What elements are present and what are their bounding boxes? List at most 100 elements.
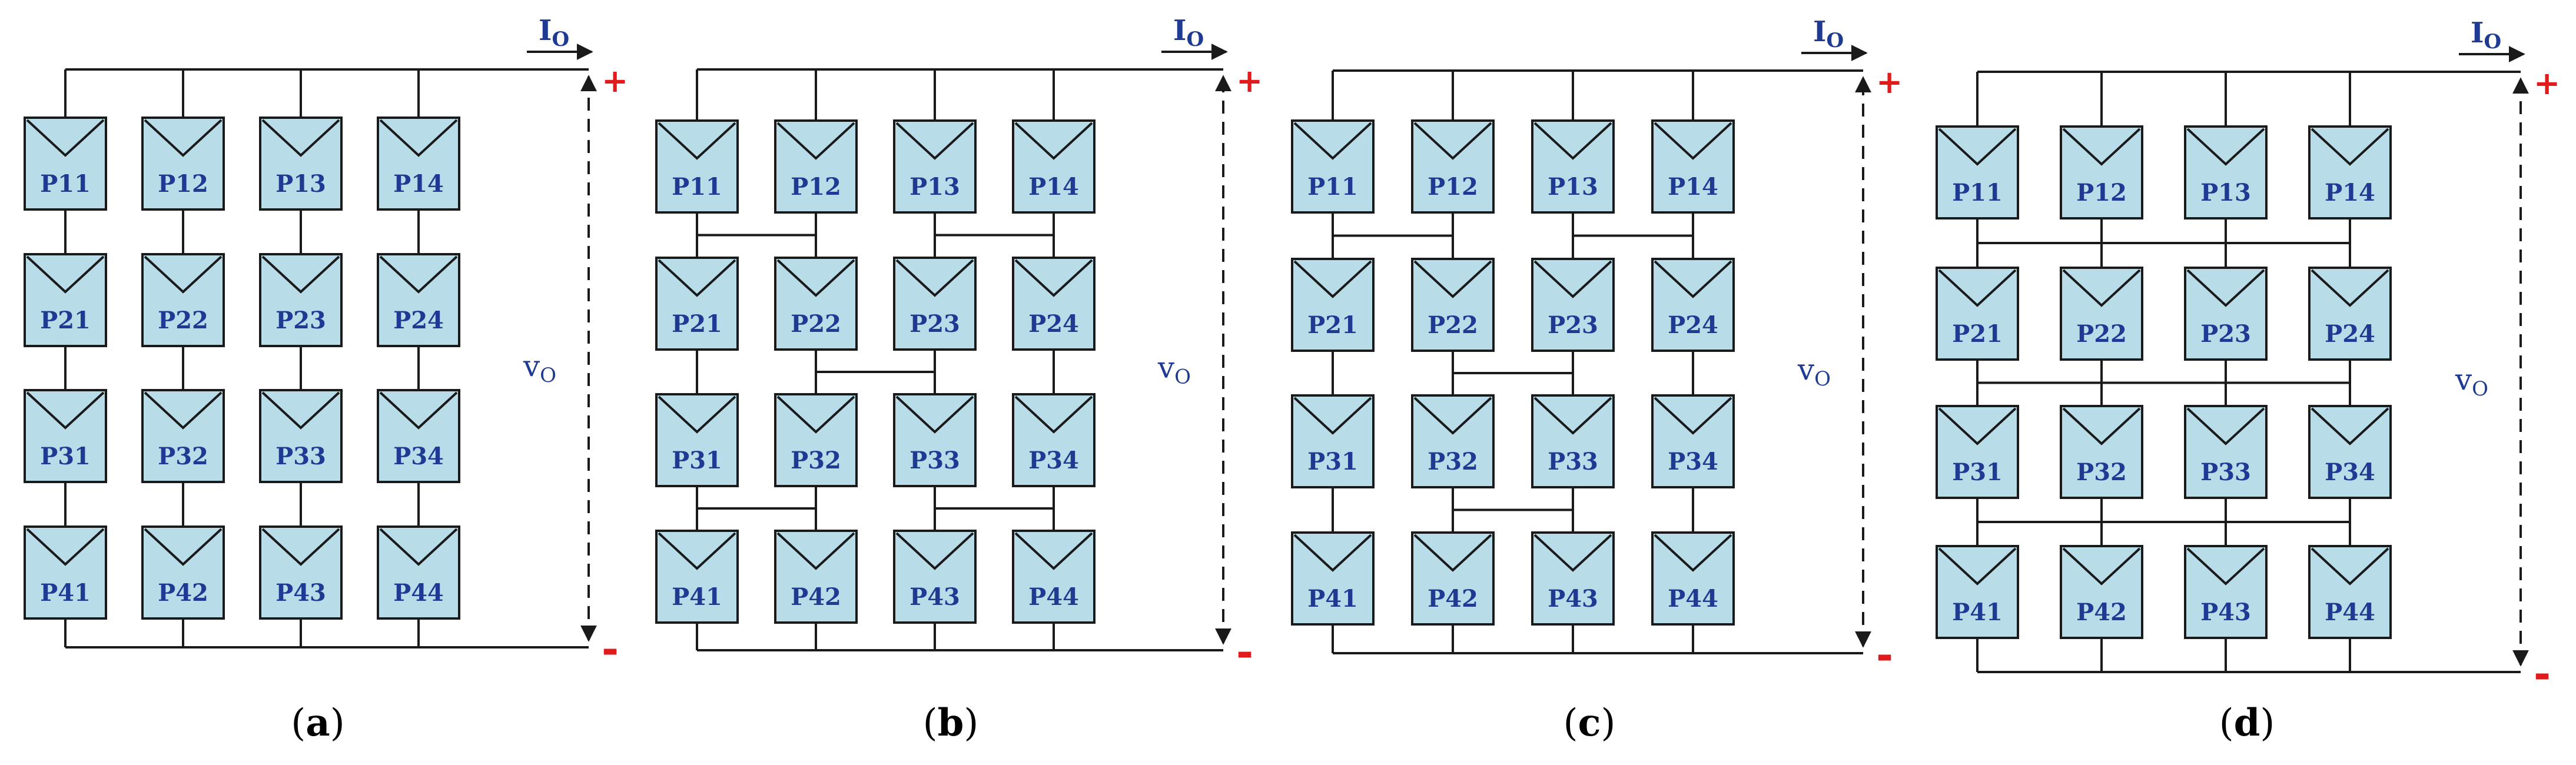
minus-terminal-sign: - bbox=[2534, 650, 2551, 699]
pv-module: P41 bbox=[1291, 531, 1375, 626]
pv-module: P13 bbox=[1531, 119, 1615, 214]
caption-close-paren: ) bbox=[330, 701, 345, 745]
output-current-symbol: I bbox=[539, 14, 552, 47]
module-symbol bbox=[1654, 534, 1732, 572]
module-box bbox=[259, 389, 343, 483]
module-box bbox=[1291, 394, 1375, 488]
output-voltage-label: vO bbox=[2455, 362, 2488, 401]
module-box bbox=[1651, 119, 1735, 214]
pv-module: P41 bbox=[655, 530, 739, 624]
output-current-subscript: O bbox=[552, 28, 569, 51]
pv-module: P33 bbox=[1531, 394, 1615, 488]
module-box bbox=[1531, 258, 1615, 352]
module-box bbox=[2308, 405, 2392, 499]
module-label: P21 bbox=[40, 307, 91, 334]
pv-module: P21 bbox=[24, 253, 107, 347]
pv-module: P23 bbox=[2184, 267, 2268, 361]
module-box bbox=[377, 389, 460, 483]
pv-module: P24 bbox=[2308, 267, 2392, 361]
module-symbol bbox=[2062, 269, 2141, 307]
pv-module: P44 bbox=[1012, 530, 1096, 624]
pv-module: P22 bbox=[1411, 258, 1495, 352]
module-box bbox=[1291, 119, 1375, 214]
output-current-subscript: O bbox=[1186, 28, 1204, 51]
pv-module: P31 bbox=[1291, 394, 1375, 488]
output-current-label: IO bbox=[1173, 14, 1204, 51]
module-label: P12 bbox=[2076, 179, 2127, 207]
pv-module: P43 bbox=[259, 525, 343, 620]
module-symbol bbox=[2062, 128, 2141, 166]
module-symbol bbox=[1014, 395, 1093, 434]
module-box bbox=[2060, 267, 2143, 361]
module-label: P31 bbox=[1952, 458, 2003, 486]
caption-open-paren: ( bbox=[2219, 701, 2234, 745]
module-symbol bbox=[2186, 269, 2265, 307]
module-label: P24 bbox=[1668, 311, 1718, 339]
module-label: P32 bbox=[1428, 448, 1478, 475]
module-box bbox=[893, 530, 977, 624]
module-symbol bbox=[2186, 407, 2265, 445]
module-label: P41 bbox=[672, 583, 722, 611]
module-box bbox=[655, 257, 739, 351]
module-symbol bbox=[658, 259, 736, 297]
module-symbol bbox=[776, 122, 855, 160]
module-label: P31 bbox=[40, 443, 91, 470]
module-symbol bbox=[1413, 260, 1492, 298]
module-label: P31 bbox=[1307, 448, 1358, 475]
module-symbol bbox=[1293, 397, 1372, 435]
module-label: P32 bbox=[2076, 458, 2127, 486]
module-label: P14 bbox=[2325, 179, 2375, 207]
module-label: P34 bbox=[1668, 448, 1718, 475]
module-symbol bbox=[2186, 128, 2265, 166]
module-box bbox=[259, 525, 343, 620]
output-voltage-label: vO bbox=[1157, 351, 1191, 389]
module-box bbox=[24, 525, 107, 620]
module-symbol bbox=[379, 255, 458, 294]
module-box bbox=[2060, 125, 2143, 219]
pv-module: P11 bbox=[1936, 125, 2019, 219]
output-current-subscript: O bbox=[1826, 29, 1844, 52]
caption-open-paren: ( bbox=[291, 701, 306, 745]
module-label: P33 bbox=[1548, 448, 1598, 475]
pv-module: P43 bbox=[1531, 531, 1615, 626]
module-symbol bbox=[658, 122, 736, 160]
module-label: P33 bbox=[2200, 458, 2251, 486]
module-box bbox=[655, 530, 739, 624]
pv-module: P24 bbox=[1012, 257, 1096, 351]
module-box bbox=[2184, 267, 2268, 361]
module-label: P43 bbox=[909, 583, 960, 611]
module-box bbox=[2060, 405, 2143, 499]
module-box bbox=[24, 117, 107, 211]
caption-close-paren: ) bbox=[2260, 701, 2275, 745]
output-voltage-subscript: O bbox=[2472, 377, 2488, 401]
pv-module: P32 bbox=[774, 393, 858, 487]
module-symbol bbox=[658, 395, 736, 434]
module-symbol bbox=[1533, 534, 1612, 572]
pv-module: P43 bbox=[893, 530, 977, 624]
module-label: P23 bbox=[2200, 320, 2251, 348]
module-label: P34 bbox=[393, 443, 444, 470]
module-box bbox=[377, 253, 460, 347]
module-box bbox=[24, 389, 107, 483]
module-label: P32 bbox=[791, 447, 841, 474]
module-box bbox=[2184, 125, 2268, 219]
module-box bbox=[24, 253, 107, 347]
module-symbol bbox=[1413, 397, 1492, 435]
module-symbol bbox=[1293, 260, 1372, 298]
module-box bbox=[2060, 545, 2143, 639]
module-symbol bbox=[1413, 122, 1492, 160]
module-label: P14 bbox=[1028, 173, 1079, 201]
module-box bbox=[141, 525, 225, 620]
module-label: P13 bbox=[1548, 173, 1598, 201]
module-label: P44 bbox=[1028, 583, 1079, 611]
pv-module: P31 bbox=[24, 389, 107, 483]
module-symbol bbox=[1938, 269, 2017, 307]
module-label: P42 bbox=[2076, 598, 2127, 626]
pv-module: P42 bbox=[774, 530, 858, 624]
pv-module: P41 bbox=[1936, 545, 2019, 639]
module-symbol bbox=[895, 532, 974, 570]
module-label: P14 bbox=[393, 170, 444, 198]
module-symbol bbox=[2311, 128, 2389, 166]
module-box bbox=[1012, 393, 1096, 487]
